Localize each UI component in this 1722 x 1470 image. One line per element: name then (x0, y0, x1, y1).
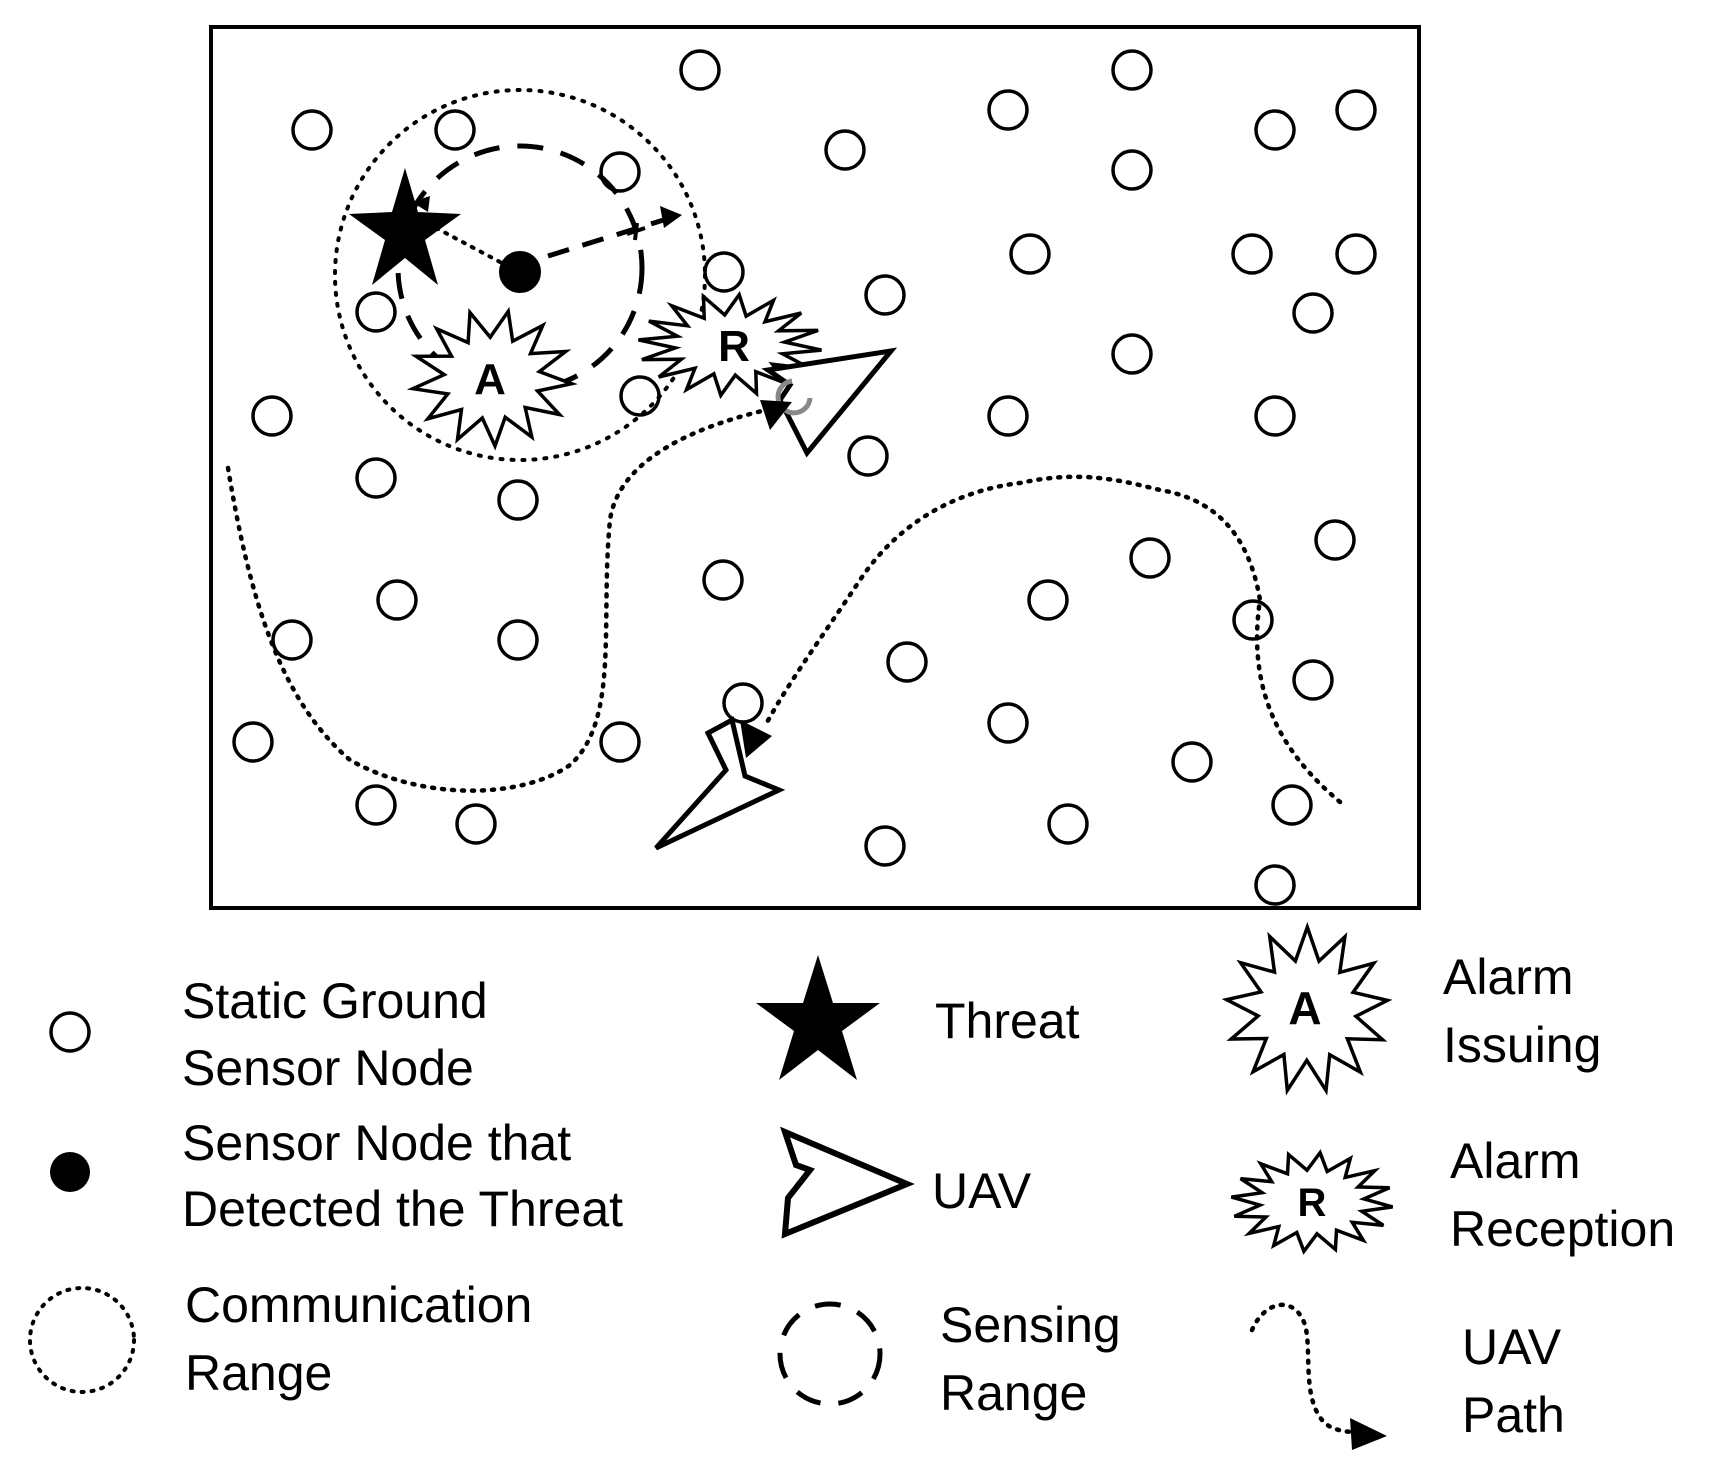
legend-static-node-line1: Static Ground (182, 973, 488, 1029)
sensor-node (987, 89, 1029, 131)
legend-alarm-reception-icon: R (1230, 1149, 1394, 1255)
legend-comm-range-line1: Communication (185, 1277, 532, 1333)
sensor-node (864, 825, 906, 867)
sensor-node (1129, 537, 1171, 579)
uav-path-1-arrowhead (760, 400, 792, 430)
threat-star-icon (349, 168, 461, 285)
sensor-node (987, 702, 1029, 744)
legend-threat-label: Threat (935, 993, 1080, 1049)
legend-alarm-badge-letter: A (1288, 982, 1321, 1034)
sensor-node (434, 109, 476, 151)
sensor-node (232, 721, 274, 763)
legend-uav-path-icon (1249, 1302, 1358, 1435)
legend-threat-icon (756, 955, 880, 1080)
sensor-node (1047, 803, 1089, 845)
sensor-node (1111, 49, 1153, 91)
reception-badge-letter: R (718, 322, 750, 371)
sensing-arrowhead (660, 206, 682, 228)
alarm-issuing-burst-icon: A (406, 306, 578, 451)
legend-alarm-reception-line2: Reception (1450, 1201, 1675, 1257)
legend-detecting-node-icon (50, 1152, 90, 1192)
sensor-node (679, 49, 721, 91)
sensor-node (599, 151, 641, 193)
sensor-node (497, 479, 539, 521)
legend-comm-range-line2: Range (185, 1345, 332, 1401)
sensor-node (1335, 233, 1377, 275)
sensor-node (1271, 784, 1313, 826)
communication-range-circle (333, 88, 707, 462)
legend-alarm-issuing-line1: Alarm (1443, 949, 1574, 1005)
sensor-node (824, 129, 866, 171)
sensor-node (619, 375, 661, 417)
sensor-node (1009, 233, 1051, 275)
sensor-node (1254, 864, 1296, 906)
legend-uav-path-arrowhead (1350, 1418, 1387, 1450)
sensor-node (1292, 659, 1334, 701)
uav-lower-icon (654, 716, 786, 851)
sensor-node (703, 251, 745, 293)
sensor-node (1027, 579, 1069, 621)
legend-detecting-node-line2: Detected the Threat (182, 1181, 623, 1237)
detecting-sensor-node (499, 251, 541, 293)
sensor-node (987, 395, 1029, 437)
legend-alarm-issuing-line2: Issuing (1443, 1017, 1601, 1073)
sensor-node (1232, 599, 1274, 641)
sensing-arrow (547, 215, 671, 259)
sensor-node (355, 457, 397, 499)
sensor-node (1292, 292, 1334, 334)
sensor-node (847, 435, 889, 477)
sensor-node (599, 721, 641, 763)
uav-upper-icon (761, 347, 898, 458)
legend-alarm-reception-line1: Alarm (1450, 1133, 1581, 1189)
uav-path-1 (225, 405, 778, 793)
sensor-node (271, 619, 313, 661)
sensor-node (1171, 741, 1213, 783)
legend-detecting-node-line1: Sensor Node that (182, 1115, 571, 1171)
sensor-node (1314, 519, 1356, 561)
legend-uav-path-line1: UAV (1462, 1319, 1562, 1375)
sensor-node (864, 274, 906, 316)
sensor-node (291, 109, 333, 151)
alarm-badge-letter: A (474, 355, 506, 404)
sensor-node (455, 803, 497, 845)
uav-path-2-arrowhead (740, 720, 772, 758)
sensor-node (1231, 233, 1273, 275)
sensor-node (1111, 149, 1153, 191)
legend-sensing-range-line2: Range (940, 1365, 1087, 1421)
legend-uav-icon (780, 1126, 915, 1239)
legend-uav-path-line2: Path (1462, 1387, 1565, 1443)
sensing-arrow-cross (626, 222, 646, 241)
sensor-node (355, 291, 397, 333)
sensor-node (886, 641, 928, 683)
sensor-node (497, 619, 539, 661)
legend-uav-label: UAV (932, 1163, 1032, 1219)
field-border (209, 25, 1421, 910)
sensor-node (355, 784, 397, 826)
threat-pointer-arrowhead (412, 196, 430, 212)
sensor-node (376, 579, 418, 621)
sensor-node (1254, 109, 1296, 151)
legend-static-node-icon (49, 1011, 91, 1053)
sensor-node (1254, 395, 1296, 437)
sensor-node (251, 395, 293, 437)
sensor-node (1335, 89, 1377, 131)
sensor-node-group (232, 49, 1377, 906)
legend-alarm-issuing-icon: A (1221, 921, 1393, 1096)
legend-sensing-range-line1: Sensing (940, 1297, 1121, 1353)
legend-static-node-line2: Sensor Node (182, 1040, 474, 1096)
legend-comm-range-icon (28, 1286, 136, 1394)
uav-path-2 (762, 474, 1343, 805)
legend-sensing-range-icon (777, 1301, 883, 1407)
sensor-node (722, 682, 764, 724)
sensor-node (1111, 333, 1153, 375)
legend-reception-badge-letter: R (1298, 1181, 1327, 1225)
sensor-node (702, 559, 744, 601)
